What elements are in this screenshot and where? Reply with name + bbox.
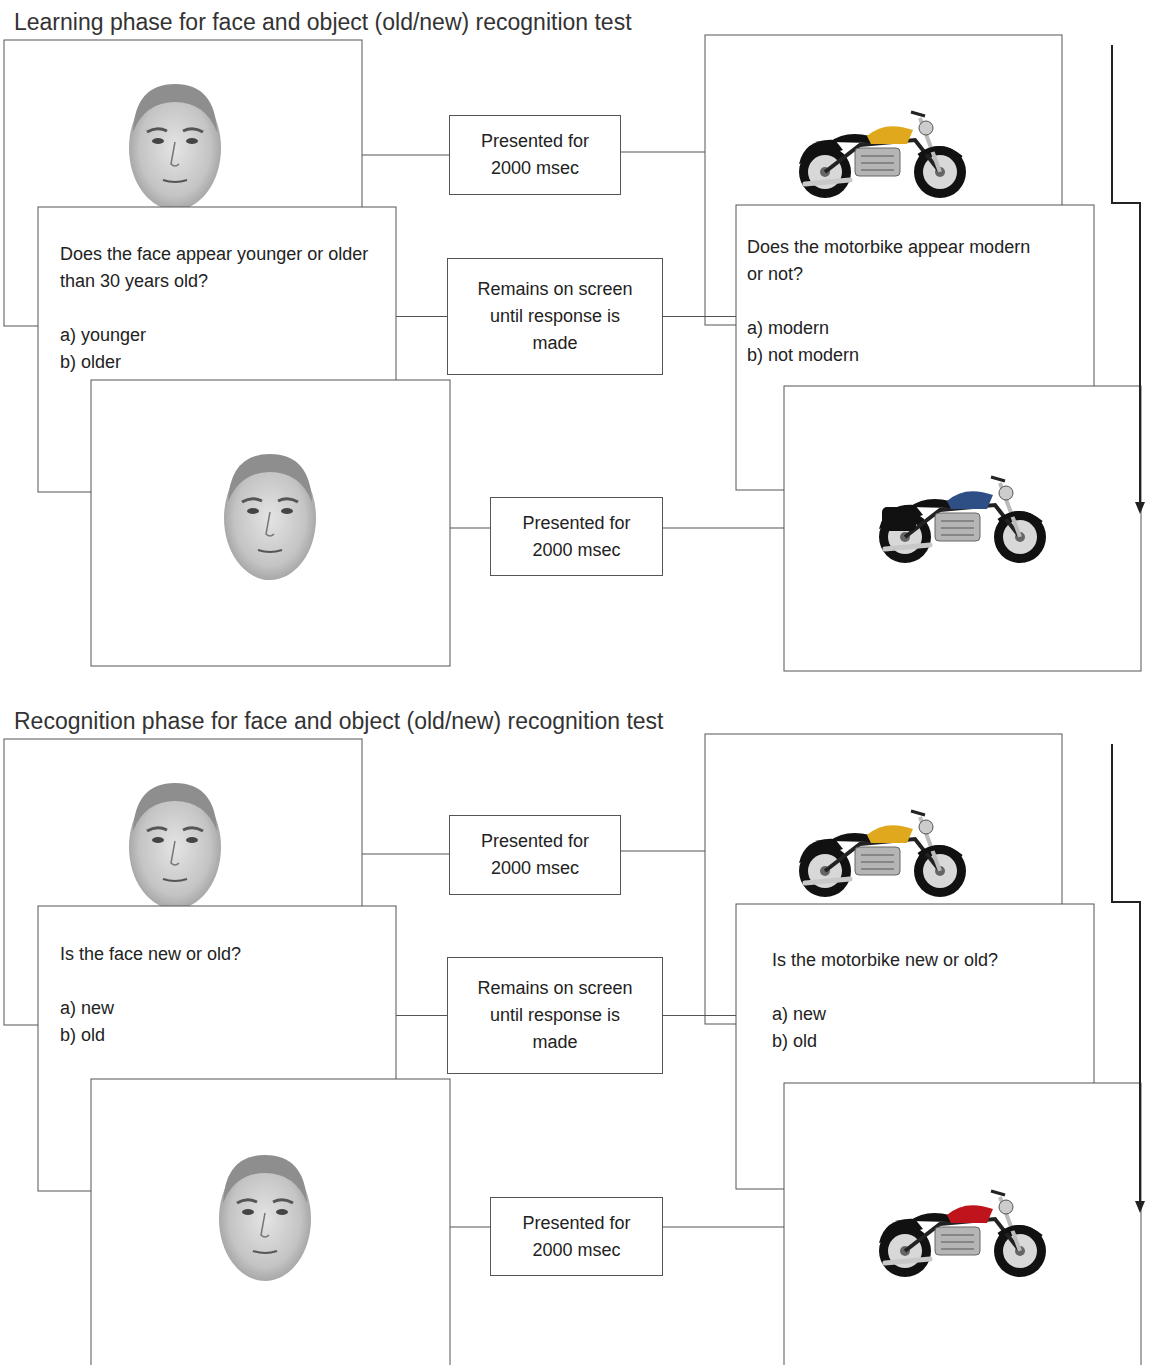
question-card: Does the motorbike appear modern or not?… (736, 205, 1094, 490)
motorbike-image (799, 811, 966, 897)
question-card: Is the face new or old? a) newb) old (38, 906, 396, 1191)
question-text: Is the motorbike new or old? (772, 947, 1082, 974)
timing-text: Presented for 2000 msec (465, 828, 605, 882)
leader-line (450, 1226, 490, 1227)
face-card (91, 380, 450, 666)
motorbike-image (879, 477, 1046, 563)
answer-option: a) new (60, 995, 396, 1022)
connector-line (663, 1015, 736, 1016)
question-text: Does the face appear younger or older th… (60, 241, 370, 295)
saddlebag (882, 507, 916, 531)
answer-option: b) not modern (747, 342, 1094, 369)
leader-line (362, 853, 449, 854)
timing-text: Remains on screen until response is made (465, 975, 645, 1056)
leader-line (663, 527, 784, 528)
leader-line (621, 850, 705, 851)
answer-option: b) old (60, 1022, 396, 1049)
timing-text: Presented for 2000 msec (507, 510, 647, 564)
arrowhead (1135, 1201, 1145, 1213)
question-text: Does the motorbike appear modern or not? (747, 234, 1042, 288)
motorbike-image (799, 112, 966, 198)
timing-box: Presented for 2000 msec (490, 1197, 663, 1276)
question-card: Does the face appear younger or older th… (38, 207, 396, 492)
time-arrow (1112, 744, 1140, 1202)
face-image (224, 454, 316, 580)
leader-line (450, 527, 490, 528)
connector-line (396, 316, 447, 317)
learning-phase-illustration (4, 35, 1145, 671)
face-card (91, 1079, 450, 1365)
motorbike-card (784, 1083, 1141, 1365)
answer-option: a) younger (60, 322, 396, 349)
timing-text: Presented for 2000 msec (507, 1210, 647, 1264)
time-arrow (1112, 45, 1140, 503)
question-card: Is the motorbike new or old? a) newb) old (736, 905, 1094, 1190)
section-heading: Learning phase for face and object (old/… (12, 9, 634, 36)
arrowhead (1135, 502, 1145, 514)
face-image (129, 84, 221, 210)
motorbike-image (879, 1191, 1046, 1277)
leader-line (621, 151, 705, 152)
answer-option: b) older (60, 349, 396, 376)
motorbike-card (784, 386, 1141, 671)
answer-option: a) new (772, 1001, 1094, 1028)
leader-line (663, 1226, 784, 1227)
timing-box: Remains on screen until response is made (447, 957, 663, 1074)
section-heading: Recognition phase for face and object (o… (12, 708, 666, 735)
answer-option: a) modern (747, 315, 1094, 342)
timing-text: Remains on screen until response is made (465, 276, 645, 357)
timing-text: Presented for 2000 msec (465, 128, 605, 182)
face-image (219, 1155, 311, 1281)
connector-line (663, 316, 736, 317)
connector-line (396, 1015, 447, 1016)
timing-box: Presented for 2000 msec (449, 115, 621, 195)
leader-line (362, 154, 449, 155)
timing-box: Presented for 2000 msec (490, 497, 663, 576)
face-image (129, 783, 221, 909)
recognition-phase-illustration (4, 734, 1145, 1365)
timing-box: Remains on screen until response is made (447, 258, 663, 375)
question-text: Is the face new or old? (60, 941, 370, 968)
answer-option: b) old (772, 1028, 1094, 1055)
timing-box: Presented for 2000 msec (449, 815, 621, 895)
